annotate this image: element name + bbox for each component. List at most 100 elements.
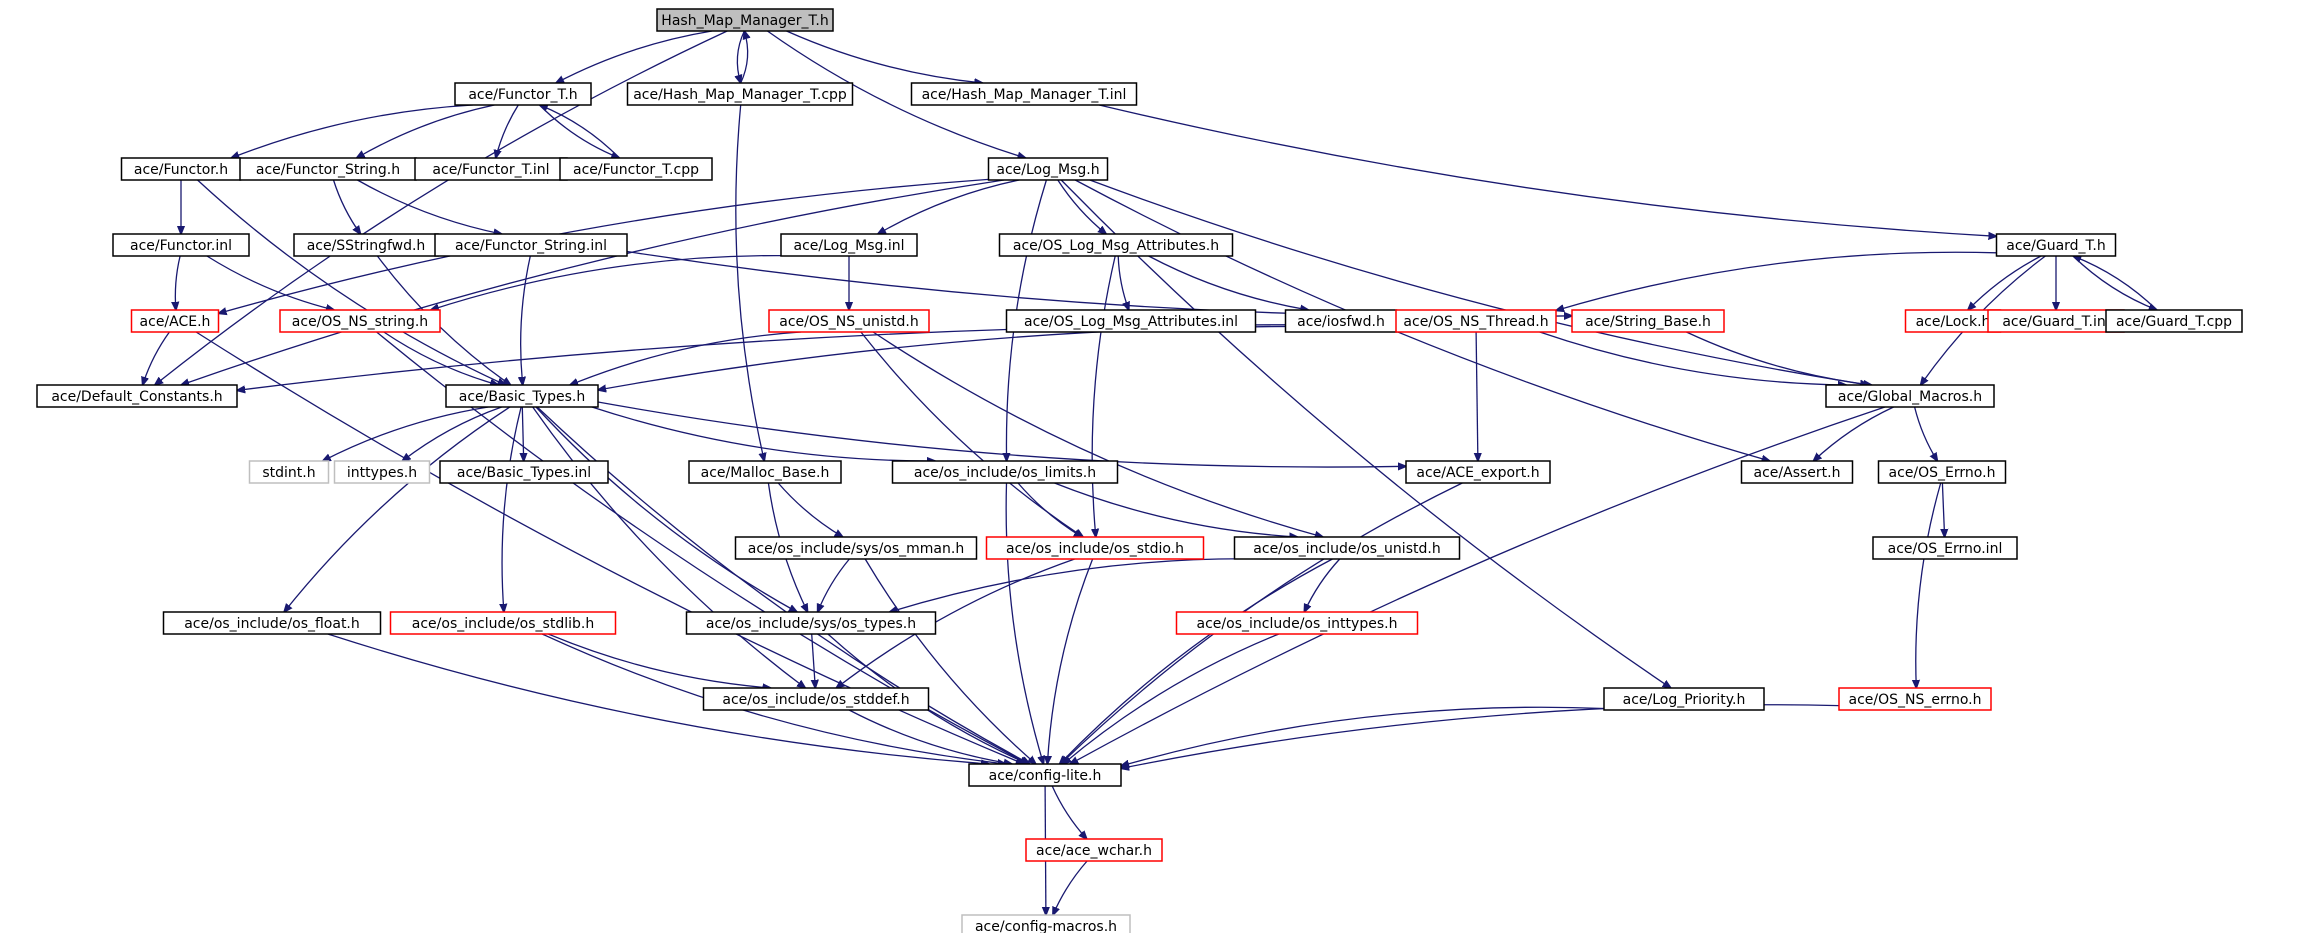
edge-os_unistd_h-to-config_lite_h	[1060, 558, 1333, 764]
node-functor_h[interactable]: ace/Functor.h	[120, 157, 242, 181]
node-ace_wchar_h[interactable]: ace/ace_wchar.h	[1025, 838, 1163, 862]
edge-global_macros_h-to-os_errno_h	[1913, 406, 1938, 461]
node-box	[1005, 309, 1257, 333]
node-functor_string_h[interactable]: ace/Functor_String.h	[239, 157, 417, 181]
node-sstringfwd_h[interactable]: ace/SStringfwd.h	[293, 233, 439, 257]
node-os_ns_thread_h[interactable]: ace/OS_NS_Thread.h	[1395, 309, 1557, 333]
edge-global_macros_h-to-assert_h	[1813, 406, 1894, 461]
node-os_stddef_h[interactable]: ace/os_include/os_stddef.h	[702, 687, 930, 711]
node-label: ace/config-lite.h	[989, 768, 1102, 784]
node-guard_t_cpp[interactable]: ace/Guard_T.cpp	[2105, 309, 2243, 333]
node-label: ace/os_include/os_stdio.h	[1006, 541, 1184, 557]
node-hmm_cpp[interactable]: ace/Hash_Map_Manager_T.cpp	[626, 82, 854, 106]
node-box	[656, 8, 834, 32]
edge-basic_types_h-to-os_stddef_h	[532, 406, 806, 688]
node-functor_t_cpp[interactable]: ace/Functor_T.cpp	[559, 157, 713, 181]
edge-log_msg_h-to-global_macros_h	[1089, 179, 1868, 385]
node-config_lite_h[interactable]: ace/config-lite.h	[968, 763, 1122, 787]
edge-os_mman_h-to-os_types_h	[818, 558, 850, 612]
node-label: ace/os_include/os_stddef.h	[722, 692, 909, 708]
node-label: ace/os_include/os_float.h	[184, 616, 360, 632]
node-label: ace/Lock.h	[1916, 314, 1991, 330]
node-log_msg_h[interactable]: ace/Log_Msg.h	[987, 157, 1109, 181]
edge-root-to-hmm_inl	[786, 30, 983, 83]
node-config_macros_h[interactable]: ace/config-macros.h	[961, 914, 1131, 933]
node-functor_t_inl[interactable]: ace/Functor_T.inl	[414, 157, 568, 181]
node-box	[626, 82, 854, 106]
node-label: ace/Global_Macros.h	[1838, 389, 1982, 405]
edge-os_ns_unistd_h-to-basic_types_h	[570, 331, 802, 385]
node-box	[1603, 687, 1765, 711]
node-box	[910, 82, 1138, 106]
node-box	[2105, 309, 2243, 333]
node-os_errno_h[interactable]: ace/OS_Errno.h	[1877, 460, 2007, 484]
node-os_log_msg_attr_inl[interactable]: ace/OS_Log_Msg_Attributes.inl	[1005, 309, 1257, 333]
edge-hmm_inl-to-guard_t_h	[1099, 104, 1996, 236]
node-ace_h[interactable]: ace/ACE.h	[130, 309, 220, 333]
edge-guard_t_h-to-lock_h	[1968, 255, 2042, 310]
node-basic_types_h[interactable]: ace/Basic_Types.h	[445, 384, 599, 408]
node-os_inttypes_h[interactable]: ace/os_include/os_inttypes.h	[1175, 611, 1419, 635]
node-box	[1995, 233, 2117, 257]
node-os_log_msg_attr_h[interactable]: ace/OS_Log_Msg_Attributes.h	[998, 233, 1234, 257]
edge-os_stdio_h-to-config_lite_h	[1047, 558, 1094, 764]
node-os_mman_h[interactable]: ace/os_include/sys/os_mman.h	[734, 536, 978, 560]
node-assert_h[interactable]: ace/Assert.h	[1740, 460, 1854, 484]
edge-os_stdio_h-to-os_stddef_h	[836, 558, 1075, 688]
node-label: ace/os_include/sys/os_types.h	[706, 616, 916, 632]
node-box	[688, 460, 842, 484]
edge-basic_types_h-to-os_float_h	[284, 406, 511, 612]
node-box	[1872, 536, 2018, 560]
node-os_limits_h[interactable]: ace/os_include/os_limits.h	[891, 460, 1119, 484]
node-box	[1877, 460, 2007, 484]
node-lock_h[interactable]: ace/Lock.h	[1904, 309, 2002, 333]
node-box	[1571, 309, 1725, 333]
node-stdint_h[interactable]: stdint.h	[248, 460, 330, 484]
node-os_ns_unistd_h[interactable]: ace/OS_NS_unistd.h	[768, 309, 930, 333]
edge-os_ns_thread_h-to-basic_types_h	[598, 325, 1397, 390]
node-os_stdlib_h[interactable]: ace/os_include/os_stdlib.h	[389, 611, 617, 635]
node-label: ace/os_include/sys/os_mman.h	[748, 541, 964, 557]
node-label: ace/OS_NS_string.h	[292, 314, 428, 330]
edge-functor_string_inl-to-basic_types_h	[521, 255, 531, 385]
nodes-layer: Hash_Map_Manager_T.h ace/Functor_T.h ace/H…	[36, 8, 2243, 933]
node-os_types_h[interactable]: ace/os_include/sys/os_types.h	[685, 611, 937, 635]
node-box	[968, 763, 1122, 787]
node-os_errno_inl[interactable]: ace/OS_Errno.inl	[1872, 536, 2018, 560]
node-string_base_h[interactable]: ace/String_Base.h	[1571, 309, 1725, 333]
node-os_ns_string_h[interactable]: ace/OS_NS_string.h	[279, 309, 441, 333]
node-os_ns_errno_h[interactable]: ace/OS_NS_errno.h	[1838, 687, 1992, 711]
node-functor_inl[interactable]: ace/Functor.inl	[112, 233, 250, 257]
node-os_float_h[interactable]: ace/os_include/os_float.h	[162, 611, 382, 635]
edge-os_limits_h-to-os_stdio_h	[1017, 482, 1082, 537]
edge-os_errno_h-to-os_ns_errno_h	[1916, 482, 1942, 688]
node-os_stdio_h[interactable]: ace/os_include/os_stdio.h	[985, 536, 1205, 560]
node-default_constants_h[interactable]: ace/Default_Constants.h	[36, 384, 238, 408]
node-log_msg_inl[interactable]: ace/Log_Msg.inl	[780, 233, 918, 257]
node-malloc_base_h[interactable]: ace/Malloc_Base.h	[688, 460, 842, 484]
node-guard_t_h[interactable]: ace/Guard_T.h	[1995, 233, 2117, 257]
node-label: ace/os_include/os_inttypes.h	[1197, 616, 1398, 632]
node-label: ace/config-macros.h	[975, 919, 1117, 933]
node-inttypes_h[interactable]: inttypes.h	[333, 460, 431, 484]
node-functor_string_inl[interactable]: ace/Functor_String.inl	[434, 233, 628, 257]
node-hmm_inl[interactable]: ace/Hash_Map_Manager_T.inl	[910, 82, 1138, 106]
node-global_macros_h[interactable]: ace/Global_Macros.h	[1825, 384, 1995, 408]
node-basic_types_inl[interactable]: ace/Basic_Types.inl	[439, 460, 609, 484]
node-label: ace/Hash_Map_Manager_T.cpp	[633, 87, 847, 103]
node-ace_export_h[interactable]: ace/ACE_export.h	[1405, 460, 1551, 484]
node-os_unistd_h[interactable]: ace/os_include/os_unistd.h	[1233, 536, 1461, 560]
node-functor_t_h[interactable]: ace/Functor_T.h	[454, 82, 592, 106]
node-box	[1025, 838, 1163, 862]
node-log_priority_h[interactable]: ace/Log_Priority.h	[1603, 687, 1765, 711]
node-label: ace/Basic_Types.inl	[457, 465, 591, 481]
node-label: ace/OS_Log_Msg_Attributes.h	[1013, 238, 1219, 254]
node-guard_t_inl[interactable]: ace/Guard_T.inl	[1987, 309, 2125, 333]
edge-os_stdlib_h-to-os_stddef_h	[548, 633, 770, 688]
node-root[interactable]: Hash_Map_Manager_T.h	[656, 8, 834, 32]
edge-os_log_msg_attr_h-to-os_log_msg_attr_inl	[1117, 255, 1129, 310]
node-box	[961, 914, 1131, 933]
node-label: ace/ACE.h	[140, 314, 211, 330]
node-iosfwd_h[interactable]: ace/iosfwd.h	[1284, 309, 1398, 333]
